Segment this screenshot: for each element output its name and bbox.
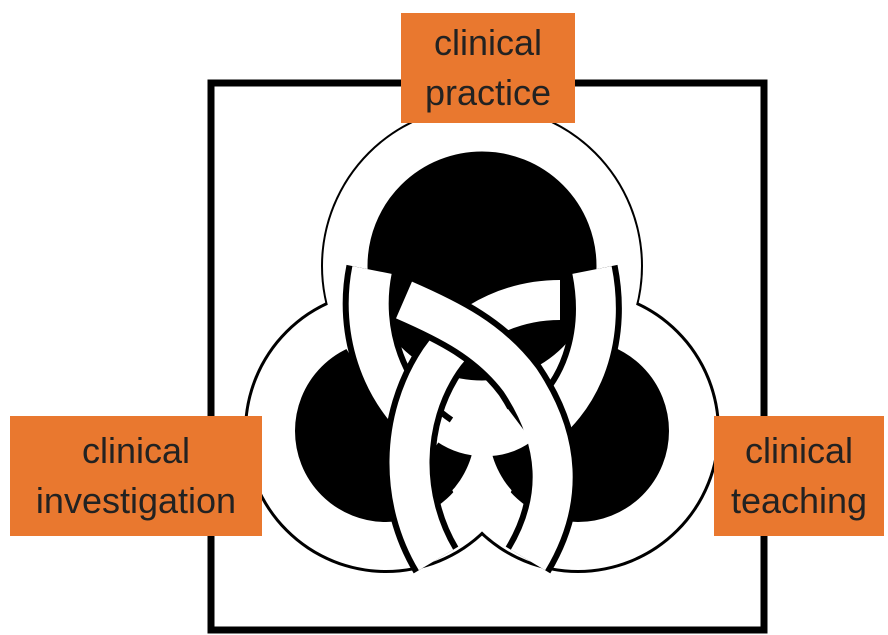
label-clinical-investigation-line2: investigation (35, 480, 237, 521)
label-clinical-investigation-line1: clinical (81, 430, 191, 471)
label-clinical-practice-line2: practice (424, 72, 552, 113)
label-clinical-teaching-line2: teaching (730, 480, 868, 521)
label-clinical-practice-line1: clinical (433, 22, 543, 63)
label-clinical-practice: clinical practice (401, 13, 575, 123)
ring-top-inner-outline (367, 151, 597, 381)
weave-band-right-up-fill (396, 281, 573, 571)
ring-top-band (323, 107, 641, 425)
label-clinical-investigation: clinical investigation (10, 416, 262, 536)
interlaced-center (342, 264, 622, 574)
weave-band-bottom (436, 407, 532, 457)
weave-band-left-up-fill (389, 280, 561, 571)
label-clinical-teaching: clinical teaching (714, 416, 884, 536)
label-clinical-teaching-line1: clinical (744, 430, 854, 471)
